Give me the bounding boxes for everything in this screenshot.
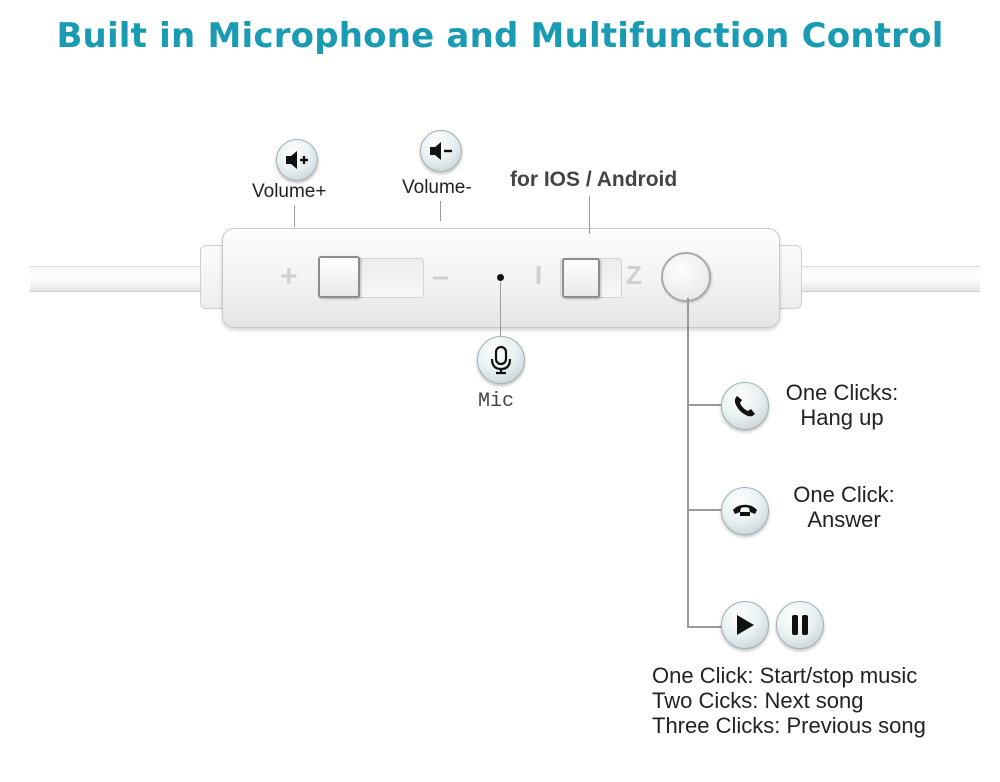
platform-label: for IOS / Android <box>510 168 678 191</box>
hang-up-line-2: Hang up <box>800 405 884 430</box>
multifunction-leader-vertical <box>687 298 689 628</box>
volume-down-callout-icon <box>420 130 462 172</box>
hang-up-line-1: One Clicks: <box>785 380 899 405</box>
plus-glyph: + <box>280 260 298 293</box>
mic-leader <box>500 282 501 338</box>
multifunction-button[interactable] <box>661 252 711 302</box>
pause-icon <box>776 601 824 649</box>
volume-up-label: Volume+ <box>252 181 327 202</box>
music-line-1: One Click: Start/stop music <box>652 663 918 688</box>
phone-hang-up-icon <box>721 382 769 430</box>
volume-down-leader <box>440 201 441 221</box>
hang-up-description: One Clicks: Hang up <box>774 380 910 430</box>
leader-branch-answer <box>687 509 723 511</box>
platform-leader <box>589 196 590 234</box>
cable-right <box>790 266 980 292</box>
music-line-2: Two Cicks: Next song <box>652 688 864 713</box>
mode-one-glyph: I <box>535 260 543 290</box>
mic-label: Mic <box>478 390 515 413</box>
mic-callout-icon <box>477 336 525 384</box>
page-title: Built in Microphone and Multifunction Co… <box>56 16 944 56</box>
answer-line-2: Answer <box>807 507 881 532</box>
answer-line-1: One Click: <box>793 482 895 507</box>
leader-branch-music <box>687 626 723 628</box>
mode-switch-knob[interactable] <box>562 258 600 298</box>
phone-answer-icon <box>721 487 769 535</box>
volume-up-callout-icon <box>276 139 318 181</box>
volume-up-leader <box>294 205 295 227</box>
music-description: One Click: Start/stop music Two Cicks: N… <box>652 663 992 738</box>
leader-branch-hangup <box>687 404 723 406</box>
cable-left <box>30 266 215 292</box>
minus-glyph: – <box>432 260 449 293</box>
mic-hole <box>497 274 504 281</box>
mode-two-glyph: Z <box>626 260 642 290</box>
volume-up-button[interactable] <box>318 256 360 298</box>
music-line-3: Three Clicks: Previous song <box>652 713 926 738</box>
play-icon <box>721 601 769 649</box>
volume-down-label: Volume- <box>402 177 472 198</box>
answer-description: One Click: Answer <box>778 482 910 532</box>
